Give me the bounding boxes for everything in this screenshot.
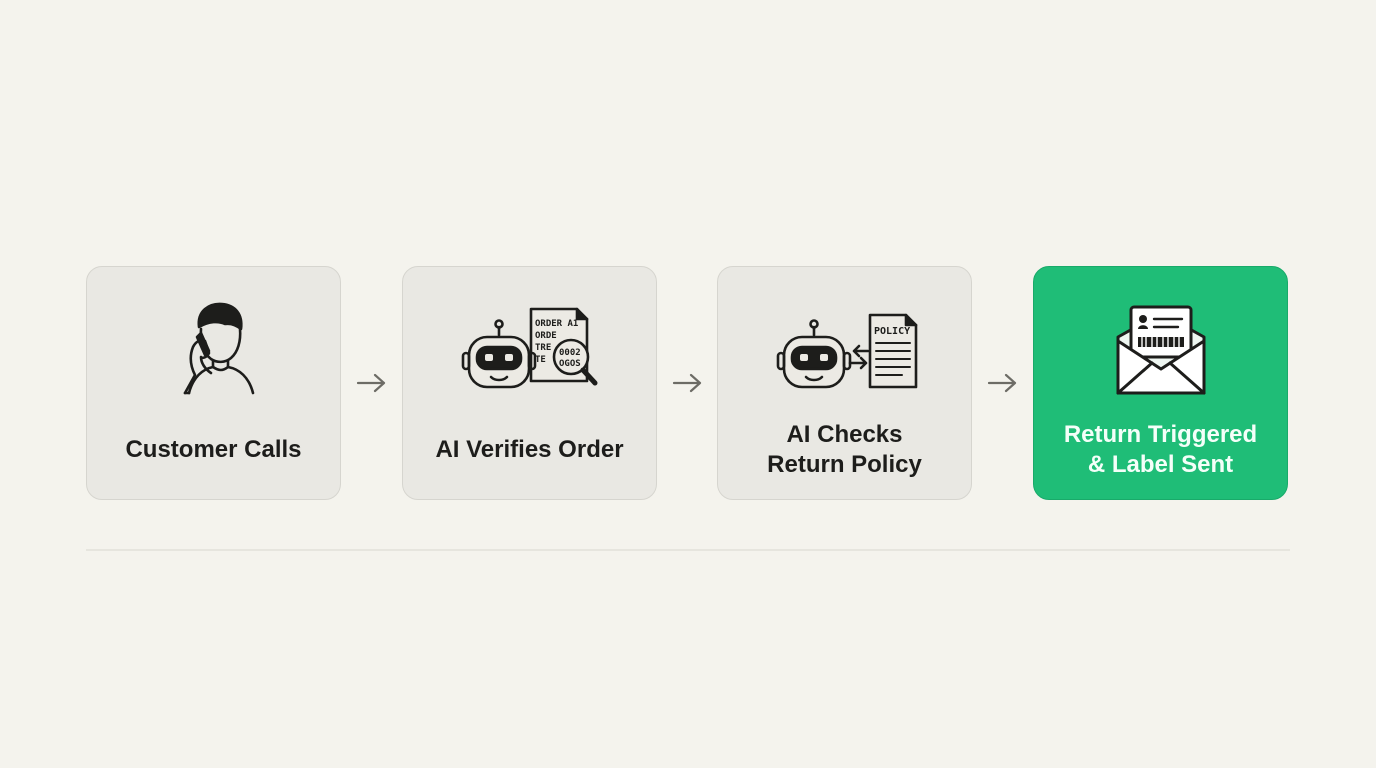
arrow-right-icon xyxy=(356,372,388,394)
step-card-customer-calls: Customer Calls xyxy=(86,266,341,500)
arrow-right-icon xyxy=(672,372,704,394)
step-label: AI Checks Return Policy xyxy=(726,405,963,495)
icon-text: ORDER A1 xyxy=(535,319,578,329)
step-label-line: AI Verifies Order xyxy=(435,436,624,463)
step-label: Customer Calls xyxy=(95,405,332,495)
icon-text: 0002 xyxy=(559,348,581,358)
process-flow: Customer Calls ORDER A1 ORDE TRE TE 0002 xyxy=(86,266,1289,502)
icon-text: TRE xyxy=(535,343,551,353)
step-card-ai-verifies-order: ORDER A1 ORDE TRE TE 0002 OGOS xyxy=(402,266,657,500)
icon-text: POLICY xyxy=(874,326,910,337)
robot-document-magnifier-icon: ORDER A1 ORDE TRE TE 0002 OGOS xyxy=(455,297,605,401)
arrow-right-icon xyxy=(987,372,1019,394)
icon-text: ORDE xyxy=(535,331,557,341)
divider xyxy=(86,549,1290,551)
robot-policy-document-icon: POLICY xyxy=(770,297,920,401)
step-card-return-triggered: Return Triggered & Label Sent xyxy=(1033,266,1288,500)
icon-text: TE xyxy=(535,355,546,365)
step-label: AI Verifies Order xyxy=(411,405,648,495)
person-phone-icon xyxy=(139,297,289,401)
icon-text: OGOS xyxy=(559,359,581,369)
step-label-line: Return Policy xyxy=(767,451,922,478)
step-label: Return Triggered & Label Sent xyxy=(1042,405,1279,495)
envelope-label-icon xyxy=(1086,297,1236,401)
step-label-line: Return Triggered xyxy=(1063,421,1258,448)
step-card-ai-checks-return-policy: POLICY AI Checks Return Policy xyxy=(717,266,972,500)
step-label-line: AI Checks xyxy=(786,421,903,448)
step-label-line: & Label Sent xyxy=(1087,451,1234,478)
step-label-line: Customer Calls xyxy=(125,436,302,463)
